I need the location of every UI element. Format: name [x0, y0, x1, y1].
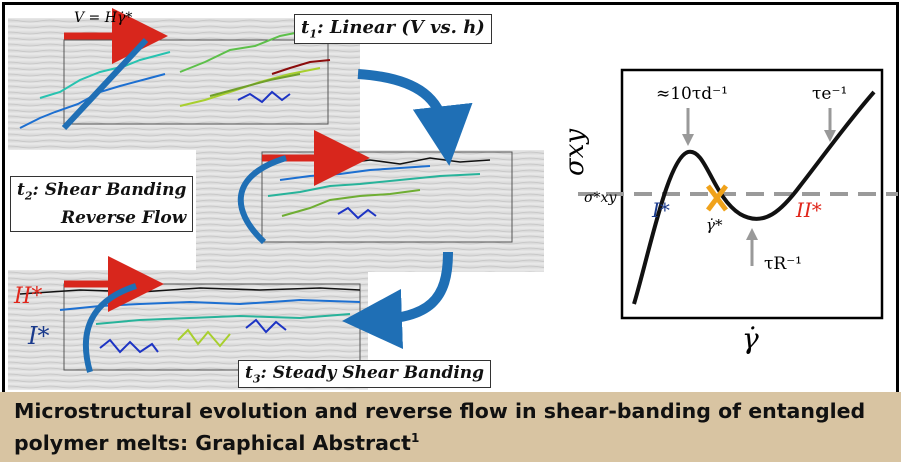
chain-navy2: [337, 206, 377, 220]
right-label: τe⁻¹: [812, 84, 848, 104]
caption-line-1: Microstructural evolution and reverse fl…: [14, 399, 866, 423]
chain-teal3: [95, 313, 351, 325]
chain-navy: [237, 90, 291, 104]
caption-footnote: 1: [410, 431, 420, 445]
velocity-profile-t2: [237, 155, 287, 245]
caption-line-2: polymer melts: Graphical Abstract1: [14, 430, 420, 455]
flow-curve-plot: [578, 68, 898, 320]
chain-navy3b: [245, 318, 287, 334]
caption-band: [0, 392, 901, 462]
chain-navy3a: [99, 338, 159, 354]
velocity-profile-t1: [61, 37, 149, 131]
velocity-profile-t3: [82, 283, 137, 373]
band-upper-label: II*: [14, 284, 43, 309]
velocity-formula: V = Hγ̇*: [74, 10, 133, 26]
chain-green: [179, 31, 301, 73]
chain-darkred: [271, 59, 331, 75]
min-label: τR⁻¹: [764, 254, 802, 274]
velocity-arrows: [64, 8, 370, 312]
polymer-chains-t1: [19, 31, 331, 129]
x-axis-label: γ̇: [742, 322, 759, 355]
arrow-t2-to-t3: [342, 251, 453, 349]
branch-high-label: II*: [796, 198, 822, 222]
unstable-marker-icon: [706, 184, 728, 212]
graphical-abstract: [8, 8, 898, 390]
chain-black3: [19, 287, 361, 295]
sigma-star-label: σ*xy: [584, 190, 617, 206]
panel-t3-label: t3: Steady Shear Banding: [238, 360, 492, 389]
branch-low-label: I*: [652, 198, 670, 222]
transition-arrows: [342, 69, 473, 349]
band-lower-label: I*: [28, 322, 50, 350]
gamma-star-label: γ̇*: [706, 216, 723, 234]
chain-olive: [209, 73, 301, 97]
y-axis-label: σxy: [560, 128, 590, 176]
arrow-t1-to-t2: [357, 69, 473, 166]
chain-lime3: [177, 328, 231, 348]
peak-label: ≈10τd⁻¹: [656, 84, 728, 104]
panel-t2-label: t2: Shear Banding Reverse Flow: [10, 176, 194, 233]
velocity-profiles: [61, 37, 287, 373]
chain-green2: [281, 189, 421, 217]
panel-t1-label: t1: Linear (V vs. h): [294, 14, 492, 44]
caption: Microstructural evolution and reverse fl…: [14, 398, 894, 457]
flow-curve: [632, 90, 876, 305]
